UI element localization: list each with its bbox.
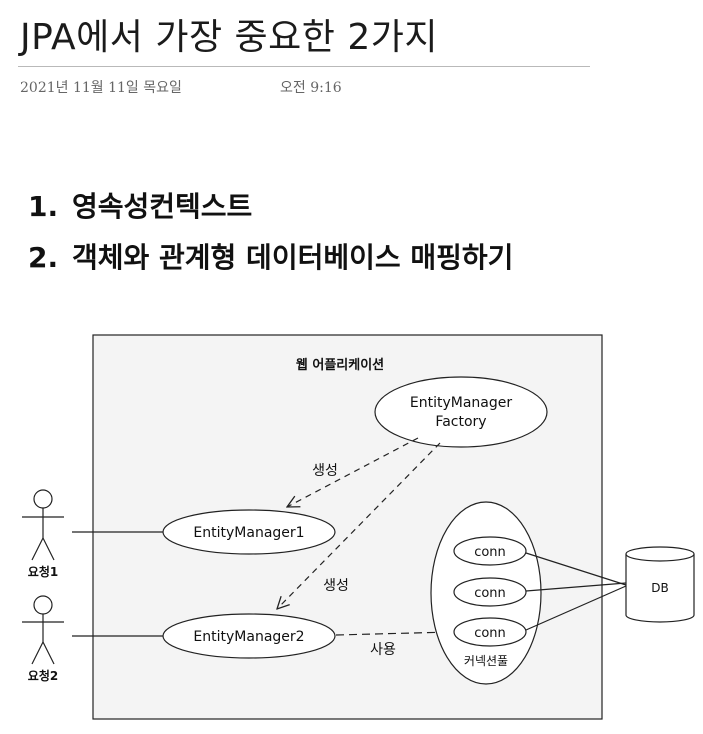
actor-1-figure [22, 489, 64, 561]
conn-label: conn [474, 545, 506, 560]
conn-node [453, 617, 527, 647]
conn-label: conn [474, 626, 506, 641]
list-text: 객체와 관계형 데이터베이스 매핑하기 [72, 241, 514, 274]
list-number: 1. [28, 190, 59, 223]
actor-1-label: 요청1 [28, 564, 58, 579]
web-application-label: 웹 어플리케이션 [296, 357, 384, 373]
entity-manager-factory-node [374, 376, 548, 448]
conn-label: conn [474, 586, 506, 601]
page-title: JPA에서 가장 중요한 2가지 [20, 17, 438, 58]
conn-db-link [525, 585, 627, 631]
list-text: 영속성컨텍스트 [72, 190, 253, 223]
use-arrow [335, 632, 452, 635]
conn-db-link [525, 552, 627, 586]
connection-pool-label: 커넥션풀 [464, 654, 508, 668]
list-item: 1. 영속성컨텍스트 [28, 185, 252, 225]
use-label: 사용 [370, 642, 396, 658]
title-divider [18, 66, 590, 67]
entity-manager2-label: EntityManager2 [193, 629, 304, 645]
page-time: 오전 9:16 [280, 80, 342, 96]
create-label-1: 생성 [312, 463, 338, 479]
factory-label-line1: EntityManager [410, 395, 512, 411]
list-item: 2. 객체와 관계형 데이터베이스 매핑하기 [28, 236, 513, 276]
actor-2-figure [22, 595, 64, 665]
create-label-2: 생성 [323, 578, 349, 594]
create-arrow-2 [277, 442, 441, 609]
database-label: DB [651, 581, 668, 595]
actor-2-label: 요청2 [28, 668, 58, 683]
conn-db-link [525, 582, 627, 592]
list-number: 2. [28, 241, 59, 274]
create-arrow-1 [287, 437, 419, 507]
database-cylinder [625, 546, 695, 623]
conn-node [453, 577, 527, 607]
factory-label-line2: Factory [435, 414, 486, 430]
page-date: 2021년 11월 11일 목요일 [20, 80, 182, 96]
conn-node [453, 536, 527, 566]
entity-manager1-label: EntityManager1 [193, 525, 304, 541]
